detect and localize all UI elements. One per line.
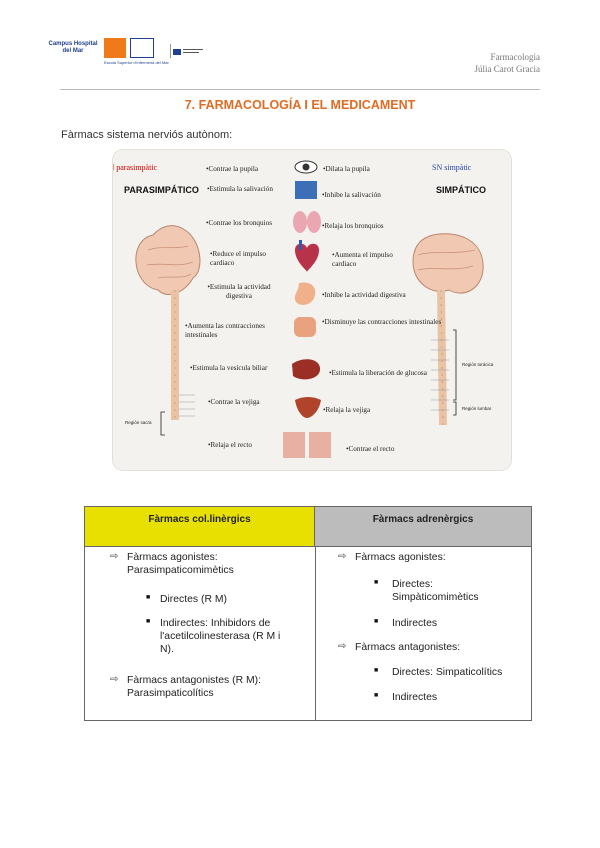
bullet-icon: ■ bbox=[374, 692, 379, 699]
left-label-intestines: •Aumenta las contracciones intestinales bbox=[185, 322, 265, 339]
header-divider bbox=[60, 89, 540, 90]
table-column-divider bbox=[315, 547, 316, 720]
right-label-pupil: •Dilata la pupila bbox=[323, 165, 370, 173]
upf-logo-icon bbox=[130, 38, 154, 58]
right-label-bronchi: •Relaja los bronquios bbox=[322, 222, 384, 230]
right-label-heart: •Aumenta el impulso cardiaco bbox=[332, 251, 393, 268]
region-lumbar-label: Región lumbar bbox=[462, 406, 492, 411]
salivary-gland-icon bbox=[295, 181, 317, 199]
cholinergic-header: Fàrmacs col.linèrgics bbox=[85, 507, 315, 547]
arrow-icon: ⇨ bbox=[338, 551, 347, 562]
intro-text: Fàrmacs sistema nerviós autònom: bbox=[61, 129, 233, 141]
section-title: 7. FARMACOLOGÍA I EL MEDICAMENT bbox=[184, 98, 416, 112]
left-indirect: Indirectes: Inhibidors de l'acetilcoline… bbox=[160, 618, 281, 655]
region-toracica-label: Región torácica bbox=[462, 362, 494, 367]
right-label-rectum: •Contrae el recto bbox=[346, 445, 395, 453]
right-label-saliva: •Inhibe la salivación bbox=[322, 191, 381, 199]
lungs-icon bbox=[293, 211, 321, 233]
right-brain-spine-illustration bbox=[412, 233, 484, 426]
sn-sympathetic-label: SN simpàtic bbox=[432, 163, 471, 172]
sn-right-highlight: simpàtic bbox=[444, 163, 472, 172]
region-sacra-label: Región sacra bbox=[125, 420, 152, 425]
right-direct: Directes: Simpàticomimètics bbox=[392, 579, 479, 603]
rectum-icon-right bbox=[309, 432, 331, 458]
esim-logo-icon bbox=[104, 38, 126, 58]
university-logo-icon bbox=[170, 44, 207, 58]
stomach-icon bbox=[294, 282, 316, 305]
right-indirect: Indirectes bbox=[392, 618, 438, 629]
right-label-digestion: •Inhibe la actividad digestiva bbox=[322, 291, 406, 299]
author-name: Júlia Carot Gracia bbox=[474, 64, 540, 74]
arrow-icon: ⇨ bbox=[110, 551, 119, 562]
sympathetic-heading: SIMPÁTICO bbox=[436, 185, 487, 195]
left-label-rectum: •Relaja el recto bbox=[208, 441, 253, 449]
document-header: Farmacologia Júlia Carot Gracia bbox=[475, 51, 540, 75]
left-label-digestion: •Estimula la actividad digestiva bbox=[207, 283, 271, 300]
arrow-icon: ⇨ bbox=[110, 674, 119, 685]
arrow-icon: ⇨ bbox=[338, 641, 347, 652]
right-direct-2: Directes: Simpaticolítics bbox=[392, 667, 503, 678]
adrenergic-header: Fàrmacs adrenèrgics bbox=[315, 507, 531, 547]
left-brain-spine-illustration bbox=[135, 225, 201, 420]
right-label-intestines: •Disminuye las contracciones intestinale… bbox=[322, 318, 442, 326]
right-indirect-2: Indirectes bbox=[392, 692, 438, 703]
figure-drawing bbox=[135, 160, 484, 458]
right-label-bladder: •Relaja la vejiga bbox=[323, 406, 371, 414]
rectum-icon-left bbox=[283, 432, 305, 458]
left-label-pupil: •Contrae la pupila bbox=[206, 165, 259, 173]
autonomic-nervous-system-figure: SN parasimpàtic SN simpàtic PARASIMPÁTIC… bbox=[113, 150, 511, 470]
subject-name: Farmacologia bbox=[490, 52, 540, 62]
bladder-icon bbox=[295, 397, 321, 418]
right-label-glucose: •Estimula la liberación de glucosa bbox=[329, 369, 427, 377]
liver-icon bbox=[292, 359, 321, 380]
campus-hospital-del-mar-logo: Campus Hospital del Mar bbox=[48, 41, 98, 54]
left-direct: Directes (R M) bbox=[160, 594, 227, 605]
left-label-heart: •Reduce el impulso cardiaco bbox=[210, 250, 267, 267]
drug-classification-table bbox=[84, 506, 532, 721]
bullet-icon: ■ bbox=[374, 667, 379, 674]
left-agonists: Fàrmacs agonistes: Parasimpaticomimètics bbox=[127, 552, 234, 576]
left-label-bronchi: •Contrae los bronquios bbox=[206, 219, 273, 227]
eye-icon bbox=[294, 160, 318, 174]
left-label-gallbladder: •Estimula la vesícula biliar bbox=[190, 364, 268, 372]
intestines-icon bbox=[294, 317, 316, 337]
right-agonists: Fàrmacs agonistes: bbox=[355, 552, 446, 563]
heart-icon bbox=[295, 240, 319, 272]
left-label-saliva: •Estimula la salivación bbox=[207, 185, 273, 193]
parasympathetic-heading: PARASIMPÁTICO bbox=[124, 185, 199, 195]
sn-parasympathetic-label: SN parasimpàtic bbox=[113, 163, 157, 172]
bullet-icon: ■ bbox=[146, 618, 151, 625]
sn-right-prefix: SN bbox=[432, 163, 445, 172]
bullet-icon: ■ bbox=[146, 594, 151, 601]
left-antagonists: Fàrmacs antagonistes (R M): Parasimpatic… bbox=[127, 675, 261, 699]
logo-subtitle: Escola Superior d'Infermeria del Mar bbox=[104, 60, 169, 65]
left-label-bladder: •Contrae la vejiga bbox=[208, 398, 260, 406]
sn-left-prefix: SN bbox=[113, 163, 116, 172]
right-antagonists: Fàrmacs antagonistes: bbox=[355, 642, 461, 653]
bullet-icon: ■ bbox=[374, 579, 379, 586]
bullet-icon: ■ bbox=[374, 618, 379, 625]
sn-left-highlight: parasimpàtic bbox=[116, 163, 158, 172]
